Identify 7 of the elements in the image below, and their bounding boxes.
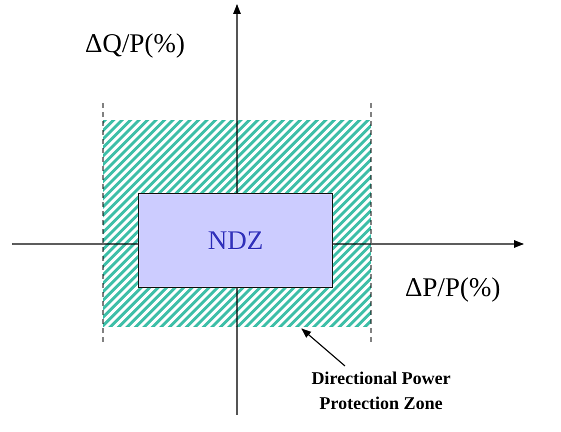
axis-label: ΔQ/P(%) [85, 28, 185, 59]
zone-label: NDZ [208, 225, 264, 256]
leader-line [301, 328, 346, 366]
ndz-box [138, 193, 333, 288]
axis-label: ΔP/P(%) [405, 272, 500, 303]
protection-zone-area [103, 120, 371, 327]
zone-caption: Directional Power Protection Zone [272, 366, 490, 416]
